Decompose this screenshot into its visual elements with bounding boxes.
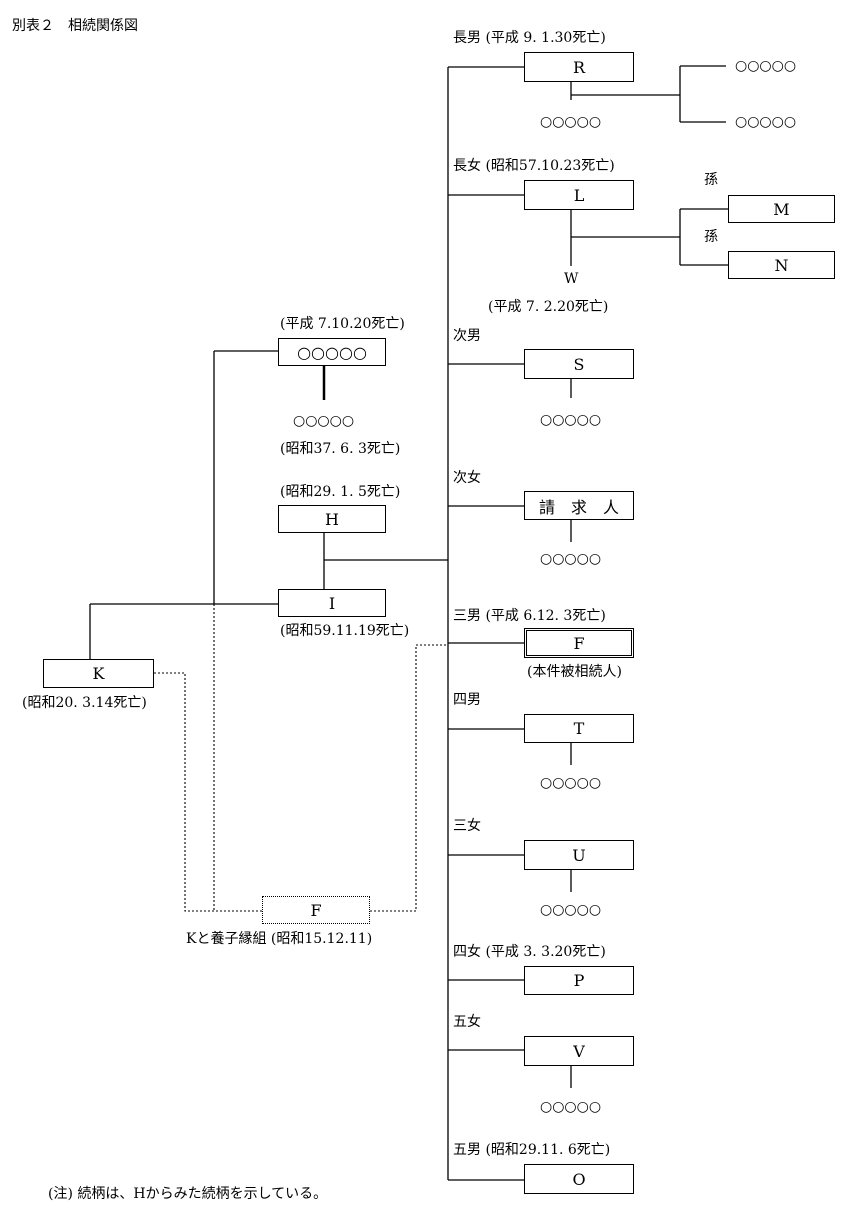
child-t-box: T — [524, 714, 634, 743]
adoption-note: Kと養子縁組 (昭和15.12.11) — [186, 931, 373, 947]
grandchild-r2: ○○○○○ — [735, 114, 797, 130]
grandchild-n-label: 孫 — [704, 229, 718, 245]
top-ancestor-death: (平成 7.10.20死亡) — [280, 316, 405, 332]
child-r-label: 長男 (平成 9. 1.30死亡) — [453, 30, 606, 46]
decedent-f-box: F — [524, 628, 634, 658]
child-s-box: S — [524, 349, 634, 379]
child-o-label: 五男 (昭和29.11. 6死亡) — [453, 1142, 611, 1158]
child-r-box: R — [524, 52, 634, 82]
child-l-box: L — [524, 180, 634, 210]
child-f-label: 三男 (平成 6.12. 3死亡) — [453, 608, 606, 624]
child-p-label: 四女 (平成 3. 3.20死亡) — [453, 944, 606, 960]
adopted-f-box: F — [262, 896, 370, 924]
top-ancestor-spouse-death: (昭和37. 6. 3死亡) — [280, 441, 401, 457]
child-s-label: 次男 — [453, 328, 481, 344]
child-u-box: U — [524, 840, 634, 870]
grandchild-m-label: 孫 — [704, 172, 718, 188]
page-title: 別表２ 相続関係図 — [12, 18, 138, 34]
child-s-spouse: ○○○○○ — [540, 412, 602, 428]
child-t-spouse: ○○○○○ — [540, 775, 602, 791]
child-r-spouse: ○○○○○ — [540, 114, 602, 130]
child-t-label: 四男 — [453, 692, 481, 708]
person-i-death: (昭和59.11.19死亡) — [280, 623, 410, 639]
claimant-spouse: ○○○○○ — [540, 551, 602, 567]
footnote: (注) 続柄は、Hからみた続柄を示している。 — [48, 1186, 328, 1202]
top-ancestor-spouse: ○○○○○ — [293, 413, 355, 429]
claimant-label: 次女 — [453, 470, 481, 486]
spouse-w-death: (平成 7. 2.20死亡) — [488, 299, 609, 315]
grandchild-m-box: M — [728, 195, 835, 223]
person-h-box: H — [278, 505, 386, 533]
spouse-w-name: W — [564, 271, 579, 287]
top-ancestor-box: ○○○○○ — [278, 338, 386, 366]
child-u-label: 三女 — [453, 818, 481, 834]
claimant-box: 請 求 人 — [524, 491, 634, 520]
person-k-box: K — [43, 659, 154, 688]
person-k-death: (昭和20. 3.14死亡) — [22, 695, 147, 711]
person-i-box: I — [278, 589, 386, 617]
child-v-spouse: ○○○○○ — [540, 1099, 602, 1115]
child-o-box: O — [524, 1164, 634, 1194]
child-p-box: P — [524, 966, 634, 995]
child-v-label: 五女 — [453, 1014, 481, 1030]
child-l-label: 長女 (昭和57.10.23死亡) — [453, 158, 615, 174]
grandchild-n-box: N — [728, 251, 835, 279]
decedent-f-note: (本件被相続人) — [527, 664, 622, 680]
person-h-death: (昭和29. 1. 5死亡) — [280, 484, 401, 500]
grandchild-r1: ○○○○○ — [735, 58, 797, 74]
child-u-spouse: ○○○○○ — [540, 902, 602, 918]
child-v-box: V — [524, 1036, 634, 1066]
